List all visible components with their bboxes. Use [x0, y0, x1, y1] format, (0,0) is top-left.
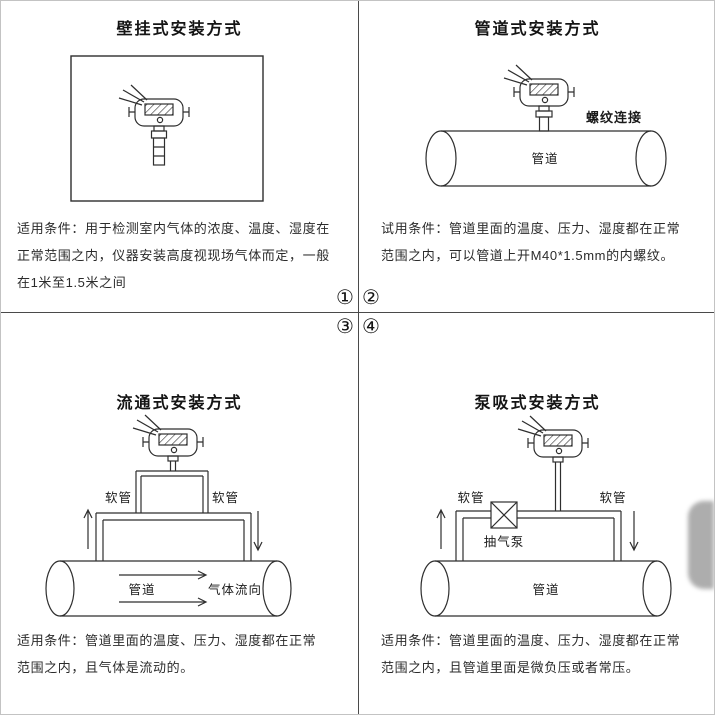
flow-through-diagram: 软管 软管 管道 气体流向	[45, 414, 292, 617]
usage-conditions-pump: 适用条件：管道里面的温度、压力、湿度都在正常 范围之内，且管道里面是微负压或者常…	[381, 627, 680, 681]
circled-number-2: ②	[362, 287, 380, 309]
usage-conditions-wall: 适用条件：用于检测室内气体的浓度、温度、湿度在 正常范围之内，仪器安装高度视现场…	[17, 215, 330, 296]
gas-detector-device	[118, 84, 190, 132]
pipe-cylinder	[420, 560, 672, 617]
hose-label-right: 软管	[599, 490, 626, 505]
desc-line: 适用条件：管道里面的温度、压力、湿度都在正常	[17, 633, 317, 648]
circled-number-1: ①	[336, 287, 354, 309]
gas-flow-label: 气体流向	[208, 582, 262, 597]
detector-probe-body	[150, 130, 168, 166]
down-arrow-icon	[253, 511, 263, 552]
desc-line: 在1米至1.5米之间	[17, 275, 127, 290]
desc-line: 范围之内，可以管道上开M40*1.5mm的内螺纹。	[381, 248, 675, 263]
desc-line: 范围之内，且管道里面是微负压或者常压。	[381, 660, 640, 675]
section-title-pump-suction: 泵吸式安装方式	[474, 395, 601, 412]
desc-line: 适用条件：管道里面的温度、压力、湿度都在正常	[381, 633, 681, 648]
circled-number-3: ③	[336, 316, 354, 338]
section-title-pipeline-mount: 管道式安装方式	[474, 21, 601, 38]
scan-artifact	[688, 501, 714, 589]
thread-connection-label: 螺纹连接	[586, 110, 642, 125]
vertical-divider	[358, 1, 359, 714]
pipeline-mount-diagram: 螺纹连接 管道	[425, 64, 667, 187]
gas-detector-device	[132, 414, 204, 462]
hose-piping	[455, 462, 622, 561]
pipe-label: 管道	[531, 151, 558, 166]
quadrant-pipeline-mount: 管道式安装方式 螺纹连接 管道 试用条件：管道里面的温度、压力、湿度都在正常	[359, 1, 714, 313]
wall-outline	[70, 55, 264, 202]
gas-detector-device	[517, 415, 589, 463]
pipe-label: 管道	[128, 582, 155, 597]
quadrant-flow-through-mount: 流通式安装方式	[1, 313, 358, 714]
hose-label-left: 软管	[457, 490, 484, 505]
desc-line: 适用条件：用于检测室内气体的浓度、温度、湿度在	[17, 221, 330, 236]
section-title-flow-through: 流通式安装方式	[116, 395, 243, 412]
pipe-cylinder	[45, 560, 292, 617]
hose-piping	[95, 461, 252, 561]
usage-conditions-flow: 适用条件：管道里面的温度、压力、湿度都在正常 范围之内，且气体是流动的。	[17, 627, 316, 681]
pump-label: 抽气泵	[484, 534, 525, 549]
up-arrow-icon	[83, 508, 93, 549]
pump-suction-diagram: 软管 软管 抽气泵 管道	[420, 415, 672, 617]
threaded-connector	[535, 110, 553, 132]
desc-line: 正常范围之内，仪器安装高度视现场气体而定，一般	[17, 248, 330, 263]
flow-arrow-icon	[119, 597, 208, 607]
wall-mount-diagram	[70, 55, 264, 202]
up-arrow-icon	[436, 508, 446, 549]
hose-label-right: 软管	[212, 490, 239, 505]
pump-box	[490, 501, 518, 529]
desc-line: 试用条件：管道里面的温度、压力、湿度都在正常	[381, 221, 681, 236]
pipe-cylinder	[425, 130, 667, 187]
down-arrow-icon	[629, 511, 639, 552]
quadrant-wall-mount: 壁挂式安装方式 适用条件：用于检测室内气体的浓度、温度、湿度在 正常范围之内，仪…	[1, 1, 358, 313]
usage-conditions-pipeline: 试用条件：管道里面的温度、压力、湿度都在正常 范围之内，可以管道上开M40*1.…	[381, 215, 680, 269]
horizontal-divider	[1, 312, 714, 313]
circled-number-4: ④	[362, 316, 380, 338]
quadrant-pump-suction-mount: 泵吸式安装方式	[359, 313, 714, 714]
desc-line: 范围之内，且气体是流动的。	[17, 660, 194, 675]
gas-detector-device	[503, 64, 575, 112]
pipe-label: 管道	[532, 582, 559, 597]
section-title-wall-mount: 壁挂式安装方式	[116, 21, 243, 38]
flow-arrow-icon	[119, 570, 208, 580]
hose-label-left: 软管	[105, 490, 132, 505]
